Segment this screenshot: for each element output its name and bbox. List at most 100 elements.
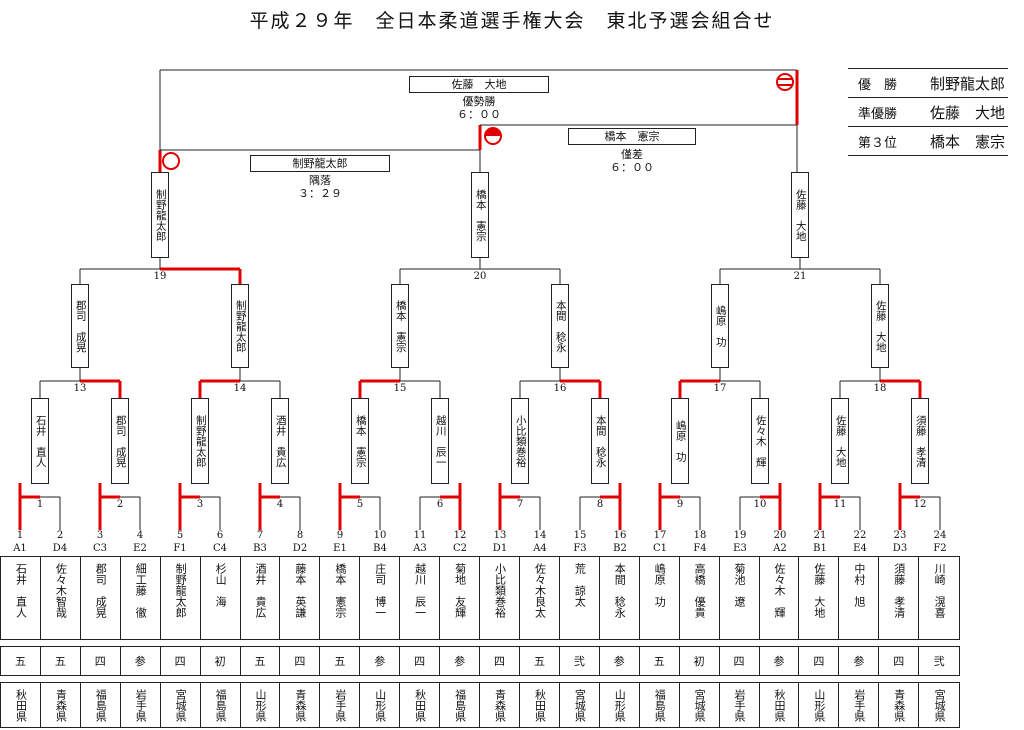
- player-seed: B3: [253, 543, 267, 554]
- match-number: 13: [73, 383, 87, 394]
- winner-box: 橋本 憲宗: [391, 284, 409, 368]
- match-number: 7: [516, 499, 524, 510]
- player-pref: 秋田県: [533, 689, 547, 722]
- semi-left-winner: 制野龍太郎: [250, 155, 390, 172]
- player-pref: 山形県: [253, 689, 267, 722]
- winner-box: 制野龍太郎: [191, 398, 209, 484]
- table-cell: 四: [400, 647, 441, 675]
- player-number: 6: [216, 530, 224, 541]
- table-cell: 橋本 憲宗: [320, 557, 361, 639]
- table-cell: 初: [680, 647, 720, 675]
- player-grade: 四: [94, 655, 106, 668]
- player-pref: 青森県: [54, 689, 68, 722]
- table-cell: 弐: [919, 647, 959, 675]
- player-pref: 青森県: [892, 689, 906, 722]
- player-name: 藤本 英謙: [293, 563, 307, 618]
- player-seed: E4: [853, 543, 867, 554]
- player-seed: F1: [173, 543, 187, 554]
- win-mark-icon: [776, 73, 794, 91]
- player-seed: C1: [652, 543, 667, 554]
- table-cell: 青森県: [879, 683, 920, 727]
- player-seed: C2: [452, 543, 467, 554]
- half-mark-icon: [485, 128, 501, 136]
- match-number: 6: [436, 499, 444, 510]
- winner-box: 郡司 成晃: [111, 398, 129, 484]
- table-cell: 杉山 海: [201, 557, 241, 639]
- player-name: 制野龍太郎: [174, 563, 188, 618]
- player-seed: D3: [892, 543, 908, 554]
- player-number: 24: [933, 530, 947, 541]
- player-name: 佐藤 大地: [812, 563, 826, 618]
- player-name: 橋本 憲宗: [333, 563, 347, 618]
- match-number: 4: [276, 499, 284, 510]
- player-grade: 五: [533, 655, 545, 668]
- match-number: 20: [473, 271, 487, 282]
- player-name: 嶋原 功: [653, 563, 667, 607]
- table-cell: 弐: [560, 647, 600, 675]
- player-number: 7: [256, 530, 264, 541]
- match-number: 17: [713, 383, 727, 394]
- player-name: 川崎 滉喜: [933, 563, 947, 618]
- player-number: 22: [853, 530, 867, 541]
- result-rank: 第３位: [858, 135, 898, 151]
- player-grade: 四: [174, 655, 186, 668]
- player-number: 1: [16, 530, 24, 541]
- player-seed: B2: [613, 543, 627, 554]
- table-cell: 五: [520, 647, 560, 675]
- player-seed: D4: [52, 543, 68, 554]
- match-number: 8: [596, 499, 604, 510]
- player-name: 越川 辰一: [413, 563, 427, 618]
- player-seed: A4: [533, 543, 547, 554]
- player-pref: 青森県: [293, 689, 307, 722]
- player-pref: 岩手県: [852, 689, 866, 722]
- player-seed: A1: [13, 543, 27, 554]
- player-seed: F4: [693, 543, 707, 554]
- player-name: 荒 諒太: [573, 563, 587, 607]
- player-number: 9: [336, 530, 344, 541]
- player-seed: C4: [212, 543, 227, 554]
- table-cell: 郡司 成晃: [81, 557, 121, 639]
- player-pref: 岩手県: [134, 689, 148, 722]
- page-title: 平成２９年 全日本柔道選手権大会 東北予選会組合せ: [249, 10, 775, 32]
- player-grade: 参: [853, 655, 865, 668]
- player-grade: 初: [693, 655, 705, 668]
- table-cell: 越川 辰一: [400, 557, 441, 639]
- player-pref: 福島県: [214, 689, 228, 722]
- winner-box: 須藤 孝清: [911, 398, 929, 484]
- table-cell: 参: [839, 647, 880, 675]
- final-time: ６：００: [457, 108, 501, 121]
- table-cell: 岩手県: [720, 683, 760, 727]
- table-cell: 宮城県: [680, 683, 720, 727]
- table-cell: 庄司 博一: [360, 557, 401, 639]
- player-number: 19: [733, 530, 747, 541]
- player-pref: 秋田県: [772, 689, 786, 722]
- table-cell: 福島県: [201, 683, 241, 727]
- match-number: 1: [36, 499, 44, 510]
- table-cell: 四: [161, 647, 201, 675]
- player-grade: 四: [414, 655, 426, 668]
- player-pref: 宮城県: [693, 689, 707, 722]
- table-cell: 佐々木 輝: [760, 557, 800, 639]
- player-grade: 四: [893, 655, 905, 668]
- player-name: 小比類巻裕: [493, 563, 507, 618]
- winner-box: 嶋原 功: [671, 398, 689, 484]
- player-grade: 五: [653, 655, 665, 668]
- player-number: 4: [136, 530, 144, 541]
- player-grade-table: 五五四参四初五四五参四参四五弐参五初四参四参四弐: [0, 646, 960, 676]
- result-row-third: 第３位 橋本 憲宗: [848, 127, 1008, 156]
- table-cell: 中村 旭: [839, 557, 880, 639]
- player-grade: 四: [813, 655, 825, 668]
- table-cell: 四: [480, 647, 520, 675]
- table-cell: 五: [320, 647, 361, 675]
- table-cell: 福島県: [81, 683, 121, 727]
- player-number: 10: [373, 530, 387, 541]
- table-cell: 四: [799, 647, 840, 675]
- table-cell: 山形県: [360, 683, 401, 727]
- table-cell: 制野龍太郎: [161, 557, 201, 639]
- win-mark-icon: [162, 152, 180, 170]
- player-name: 細工藤 徹: [134, 563, 148, 618]
- table-cell: 五: [241, 647, 281, 675]
- table-cell: 本間 稔永: [600, 557, 640, 639]
- table-cell: 菊池 遼: [720, 557, 760, 639]
- winner-box: 佐藤 大地: [831, 398, 849, 484]
